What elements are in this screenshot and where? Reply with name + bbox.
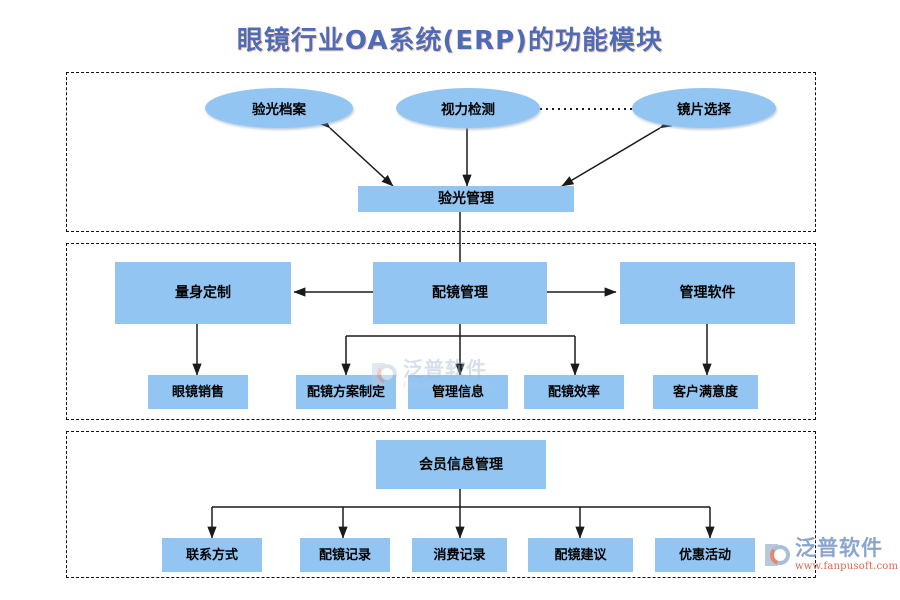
node-label: 配镜方案制定	[306, 384, 385, 400]
node-label: 消费记录	[433, 547, 486, 563]
node-vision-test[interactable]: 视力检测	[396, 88, 540, 128]
node-label: 联系方式	[185, 547, 238, 563]
node-label: 眼镜销售	[171, 384, 224, 400]
node-label: 配镜记录	[318, 547, 371, 563]
node-label: 验光档案	[252, 102, 306, 118]
node-contact-method[interactable]: 联系方式	[162, 538, 262, 572]
node-label: 会员信息管理	[419, 456, 503, 473]
node-label: 客户满意度	[672, 384, 738, 400]
node-fitting-advice[interactable]: 配镜建议	[528, 538, 633, 572]
node-optometry-management[interactable]: 验光管理	[358, 186, 574, 212]
node-lens-selection[interactable]: 镜片选择	[632, 88, 776, 128]
node-label: 镜片选择	[677, 102, 731, 118]
node-label: 管理信息	[431, 384, 484, 400]
node-label: 验光管理	[438, 191, 494, 207]
node-customer-satisfaction[interactable]: 客户满意度	[653, 375, 758, 409]
section-member-container	[66, 431, 816, 578]
node-label: 优惠活动	[678, 547, 731, 563]
node-label: 配镜建议	[554, 547, 607, 563]
node-custom-fit[interactable]: 量身定制	[115, 262, 291, 324]
node-fitting-efficiency[interactable]: 配镜效率	[524, 375, 624, 409]
node-label: 视力检测	[441, 102, 495, 118]
section-optometry-container	[66, 72, 816, 232]
node-member-info-management[interactable]: 会员信息管理	[376, 440, 546, 489]
node-label: 配镜效率	[547, 384, 600, 400]
node-label: 管理软件	[679, 285, 736, 301]
node-promotion-activity[interactable]: 优惠活动	[655, 538, 755, 572]
node-label: 量身定制	[175, 285, 231, 301]
section-fitting-container	[66, 243, 816, 420]
page-title: 眼镜行业OA系统(ERP)的功能模块	[236, 26, 664, 56]
node-label: 配镜管理	[432, 285, 488, 301]
node-consumption-record[interactable]: 消费记录	[412, 538, 507, 572]
node-optometry-archive[interactable]: 验光档案	[205, 88, 353, 128]
node-fitting-record[interactable]: 配镜记录	[300, 538, 390, 572]
node-management-info[interactable]: 管理信息	[408, 375, 508, 409]
node-fitting-management[interactable]: 配镜管理	[373, 262, 547, 324]
node-management-software[interactable]: 管理软件	[620, 262, 795, 324]
node-fitting-plan[interactable]: 配镜方案制定	[296, 375, 396, 409]
node-glasses-sales[interactable]: 眼镜销售	[148, 375, 248, 409]
